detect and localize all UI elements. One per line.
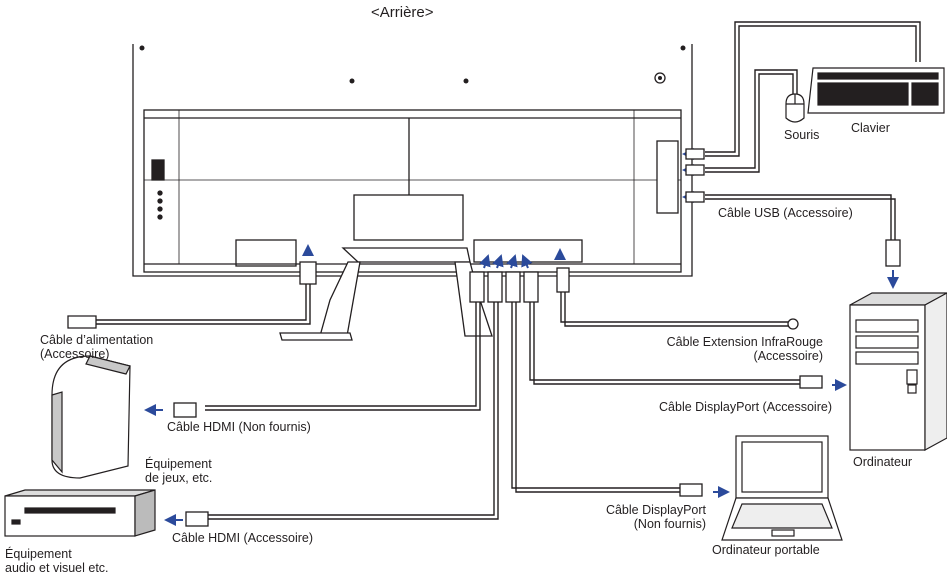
keyboard-label: Clavier [851,121,890,135]
dp-cable-not-supplied-label-2: (Non fournis) [633,517,706,531]
dp-cable-accessory-label: Câble DisplayPort (Accessoire) [659,400,832,414]
cables [96,21,921,520]
game-equipment-label: Équipement [145,457,212,471]
mouse-device [785,93,805,123]
dp-cable-not-supplied-label: Câble DisplayPort [605,503,706,517]
keyboard-device [807,67,945,114]
computer-tower [849,292,947,452]
mouse-label: Souris [784,128,820,142]
ir-cable-accessory-label: (Accessoire) [753,349,823,363]
computer-label: Ordinateur [853,455,913,469]
av-equipment-label: Équipement [5,547,72,561]
hdmi-not-supplied-label: Câble HDMI (Non fournis) [167,420,311,434]
ir-cable-label: Câble Extension InfraRouge [666,335,823,349]
page-title: <Arrière> [371,4,434,21]
power-cable-label: Câble d’alimentation [40,333,154,347]
monitor-screws [139,45,686,84]
av-equipment-label-2: audio et visuel etc. [5,561,109,575]
laptop-label: Ordinateur portable [712,543,820,557]
game-equipment-label-2: de jeux, etc. [145,471,213,485]
game-console-device [51,355,131,479]
laptop-device [721,435,843,541]
hdmi-accessory-label: Câble HDMI (Accessoire) [172,531,314,545]
usb-cable-label: Câble USB (Accessoire) [718,206,853,220]
cable-connectors [67,148,901,527]
av-equipment-device [4,489,156,537]
monitor-back [132,44,693,277]
power-cable-accessory-label: (Accessoire) [40,347,110,361]
